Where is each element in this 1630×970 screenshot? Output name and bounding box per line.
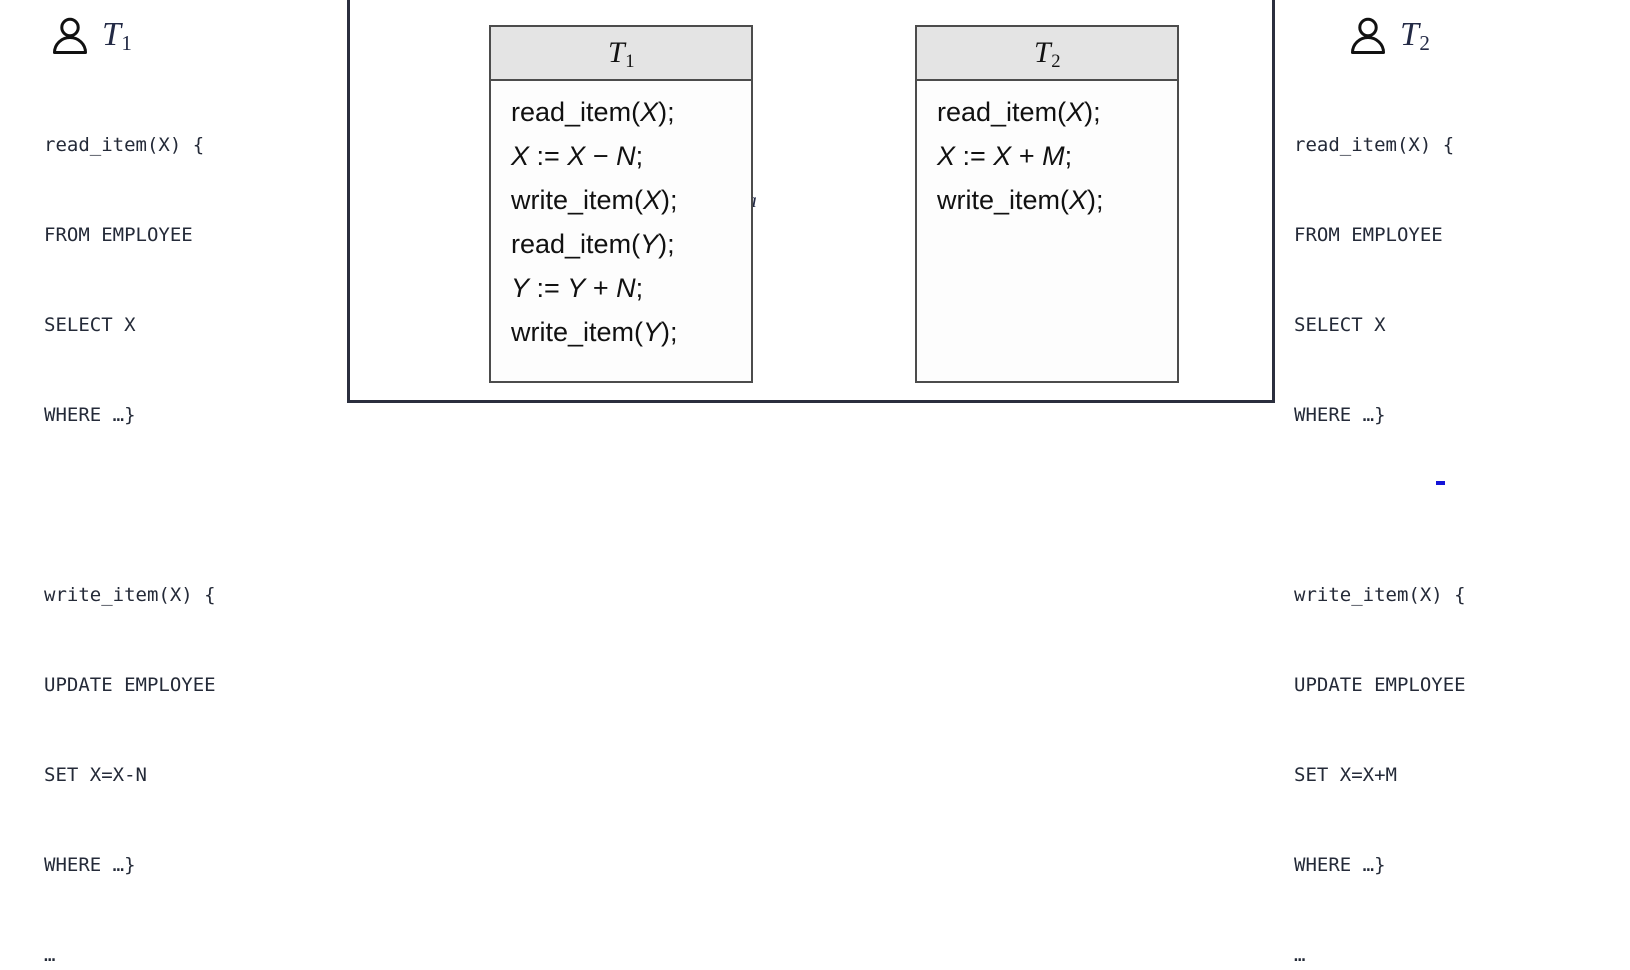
transaction-table-t2-header: T2 [917, 27, 1177, 81]
code-ellipsis: … [44, 944, 56, 966]
bottom-edge-artifact [1436, 481, 1445, 485]
operation-line: X := X − N; [511, 141, 644, 171]
transaction-table-t2-operations: read_item(X); X := X + M; write_item(X); [917, 81, 1177, 222]
operation-line: Y := Y + N; [511, 273, 644, 303]
operation-line: read_item(X); [511, 97, 675, 127]
transaction-t1-code: read_item(X) { FROM EMPLOYEE SELECT X WH… [40, 70, 340, 970]
code-line: write_item(X) { [1294, 584, 1466, 606]
operation-line: X := X + M; [937, 141, 1073, 171]
code-line: WHERE …} [1294, 404, 1386, 426]
code-line: write_item(X) { [44, 584, 216, 606]
schedule-container: Sa T1 read_item(X); X := X − N; write_it… [347, 0, 1275, 403]
code-line: WHERE …} [44, 404, 136, 426]
transaction-t1-panel: T1 read_item(X) { FROM EMPLOYEE SELECT X… [40, 0, 340, 970]
code-line: FROM EMPLOYEE [44, 224, 193, 246]
operation-line: write_item(X); [511, 185, 678, 215]
operation-line: write_item(Y); [511, 317, 678, 347]
transaction-table-t1-operations: read_item(X); X := X − N; write_item(X);… [491, 81, 751, 354]
operation-line: read_item(Y); [511, 229, 675, 259]
person-icon [1348, 15, 1388, 55]
code-line: SET X=X+M [1294, 764, 1397, 786]
code-line: WHERE …} [1294, 854, 1386, 876]
operation-line: write_item(X); [937, 185, 1104, 215]
code-line: FROM EMPLOYEE [1294, 224, 1443, 246]
transaction-t2-header: T2 [1290, 0, 1610, 70]
transaction-table-t1-title: T1 [608, 36, 635, 73]
transaction-t2-label: T2 [1400, 16, 1430, 56]
code-line: read_item(X) { [44, 134, 205, 156]
person-icon [50, 15, 90, 55]
transaction-table-t2-title: T2 [1034, 36, 1061, 73]
transaction-table-t2: T2 read_item(X); X := X + M; write_item(… [915, 25, 1179, 383]
code-spacer [1294, 490, 1610, 520]
code-spacer [44, 490, 340, 520]
code-line: SELECT X [1294, 314, 1386, 336]
code-ellipsis: … [1294, 944, 1306, 966]
transaction-t1-header: T1 [40, 0, 340, 70]
code-line: WHERE …} [44, 854, 136, 876]
code-line: read_item(X) { [1294, 134, 1455, 156]
transaction-table-t1: T1 read_item(X); X := X − N; write_item(… [489, 25, 753, 383]
code-line: SELECT X [44, 314, 136, 336]
code-line: UPDATE EMPLOYEE [1294, 674, 1466, 696]
transaction-t2-code: read_item(X) { FROM EMPLOYEE SELECT X WH… [1290, 70, 1610, 970]
transaction-t1-label: T1 [102, 16, 132, 56]
transaction-table-t1-header: T1 [491, 27, 751, 81]
code-line: UPDATE EMPLOYEE [44, 674, 216, 696]
code-line: SET X=X-N [44, 764, 147, 786]
transaction-t2-panel: T2 read_item(X) { FROM EMPLOYEE SELECT X… [1290, 0, 1610, 970]
operation-line: read_item(X); [937, 97, 1101, 127]
